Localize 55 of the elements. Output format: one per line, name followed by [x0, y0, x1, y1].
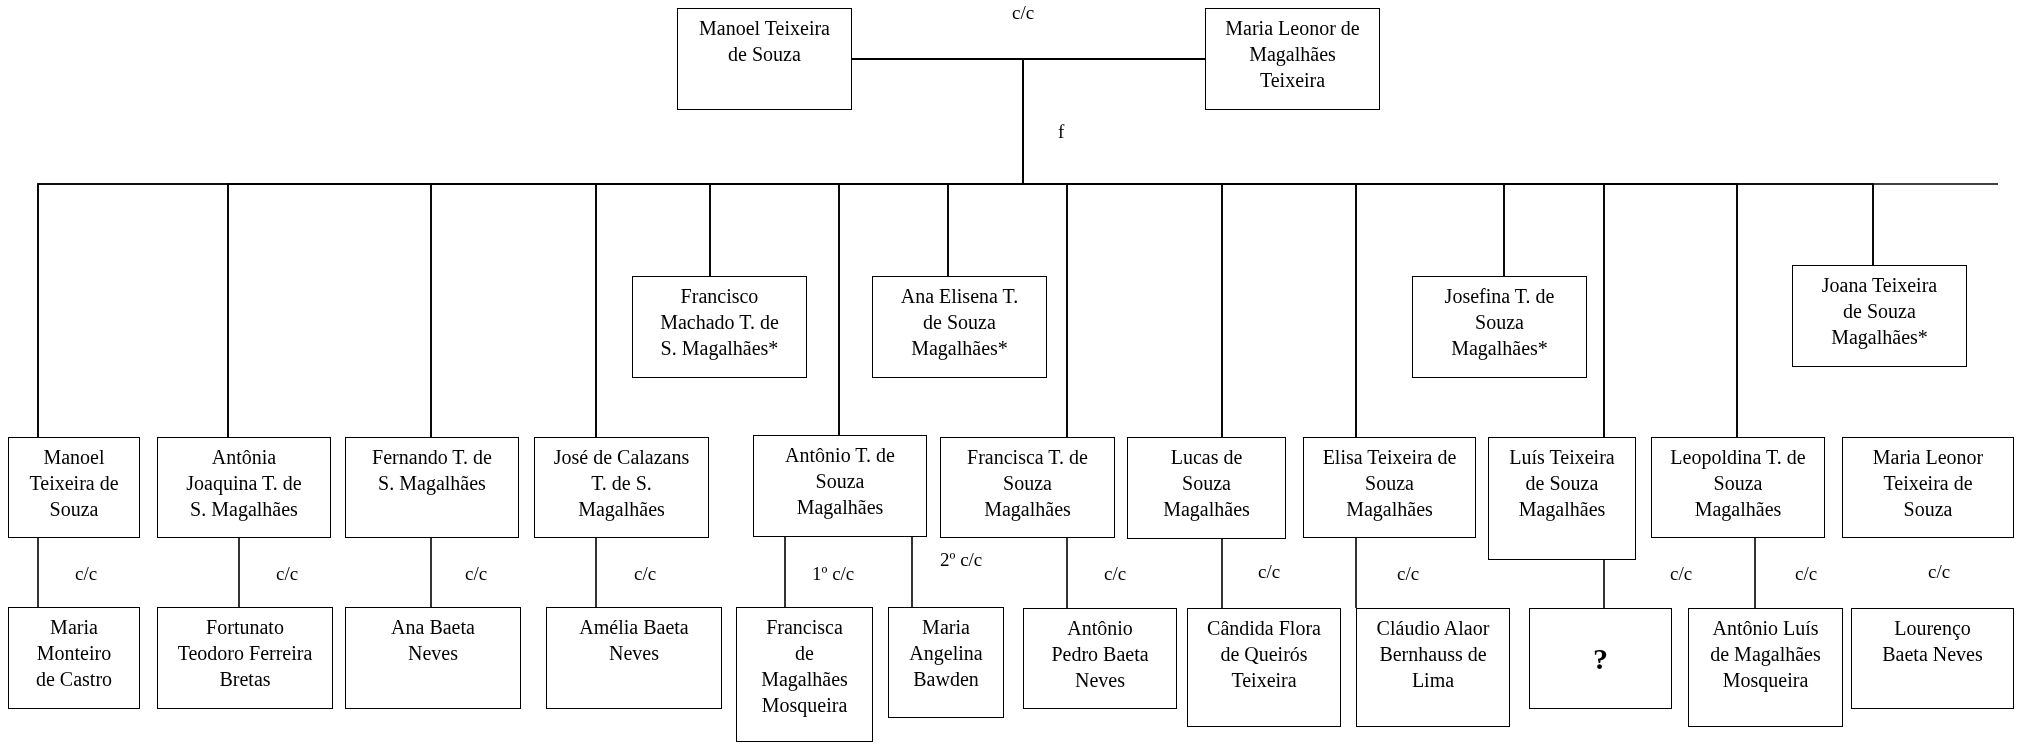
name-box: Ana Elisena T. de Souza Magalhães*: [872, 276, 1047, 378]
name-box: Lucas de Souza Magalhães: [1127, 437, 1286, 539]
name-box: Ana Baeta Neves: [345, 607, 521, 709]
connector-line: [1754, 537, 1756, 609]
connector-line: [430, 537, 432, 608]
edge-label: 2º c/c: [940, 549, 983, 571]
name-box: Elisa Teixeira de Souza Magalhães: [1303, 437, 1476, 538]
edge-label: c/c: [1670, 563, 1693, 585]
name-box: ?: [1529, 608, 1672, 709]
edge-label: c/c: [1397, 563, 1420, 585]
name-box: Josefina T. de Souza Magalhães*: [1412, 276, 1587, 378]
name-box: Francisca de Magalhães Mosqueira: [736, 607, 873, 742]
connector-line: [784, 536, 786, 608]
relation-label: c/c: [1928, 561, 1951, 583]
name-box: Antônio Pedro Baeta Neves: [1023, 608, 1177, 709]
connector-line: [1022, 58, 1874, 266]
name-box: Cândida Flora de Queirós Teixeira: [1187, 608, 1341, 727]
name-box: Maria Monteiro de Castro: [8, 607, 140, 709]
connector-line: [1066, 537, 1068, 609]
name-box: Maria Angelina Bawden: [888, 607, 1004, 718]
edge-label: c/c: [1012, 2, 1035, 24]
edge-label: c/c: [1258, 561, 1281, 583]
connector-line: [1221, 538, 1223, 609]
relation-label: f: [1058, 121, 1065, 143]
name-box: Francisco Machado T. de S. Magalhães*: [632, 276, 807, 378]
name-box: Maria Leonor de Magalhães Teixeira: [1205, 8, 1380, 110]
name-box: Maria Leonor Teixeira de Souza: [1842, 437, 2014, 538]
name-box: Francisca T. de Souza Magalhães: [940, 437, 1115, 538]
name-box: Manoel Teixeira de Souza: [8, 437, 140, 538]
edge-label: c/c: [1104, 563, 1127, 585]
name-box: Lourenço Baeta Neves: [1851, 608, 2014, 709]
name-box: Fortunato Teodoro Ferreira Bretas: [157, 607, 333, 709]
name-box: Joana Teixeira de Souza Magalhães*: [1792, 265, 1967, 367]
name-box: Manoel Teixeira de Souza: [677, 8, 852, 110]
edge-label: 1º c/c: [812, 563, 855, 585]
name-box: Antônio T. de Souza Magalhães: [753, 435, 927, 537]
name-box: José de Calazans T. de S. Magalhães: [534, 437, 709, 538]
edge-label: c/c: [1795, 563, 1818, 585]
connector-line: [595, 537, 597, 608]
name-box: Cláudio Alaor Bernhauss de Lima: [1356, 608, 1510, 727]
name-box: Leopoldina T. de Souza Magalhães: [1651, 437, 1825, 538]
edge-label: c/c: [634, 563, 657, 585]
name-box: Antônio Luís de Magalhães Mosqueira: [1688, 608, 1843, 727]
connector-line: [1603, 559, 1605, 609]
connector-line: [238, 537, 240, 608]
edge-label: c/c: [75, 563, 98, 585]
name-box: Luís Teixeira de Souza Magalhães: [1488, 437, 1636, 560]
connector-line: [911, 536, 913, 608]
name-box: Amélia Baeta Neves: [546, 607, 722, 709]
edge-label: c/c: [465, 563, 488, 585]
edge-label: c/c: [276, 563, 299, 585]
name-box: Fernando T. de S. Magalhães: [345, 437, 519, 538]
connector-line: [1355, 537, 1357, 609]
connector-line: [37, 537, 39, 608]
name-box: Antônia Joaquina T. de S. Magalhães: [157, 437, 331, 538]
